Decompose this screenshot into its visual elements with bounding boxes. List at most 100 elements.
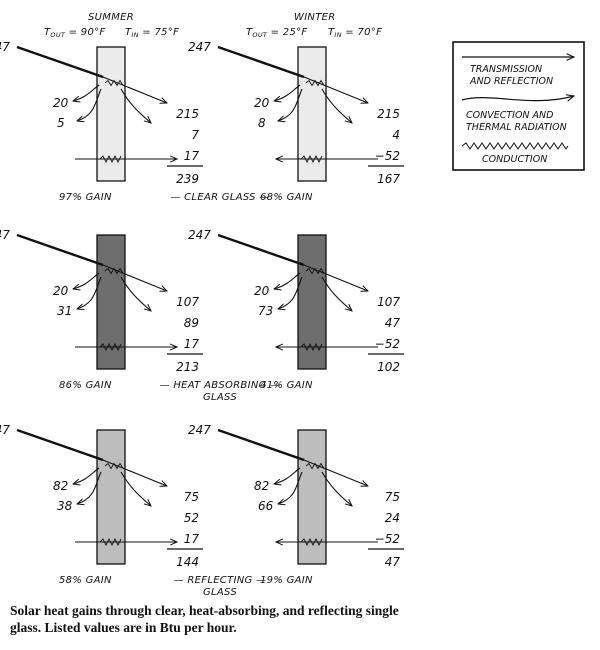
outward-convection-arrow bbox=[77, 88, 102, 121]
inward-convection-arrow bbox=[321, 276, 352, 311]
reflected-ray bbox=[73, 272, 100, 289]
total-value: 102 bbox=[377, 360, 400, 374]
conduction-wave bbox=[300, 154, 323, 164]
absorbed-out-value: 8 bbox=[258, 116, 266, 130]
absorbed-heat-wave bbox=[104, 267, 124, 275]
inward-convection-arrow bbox=[120, 276, 151, 311]
incident-value: 247 bbox=[188, 40, 211, 54]
inward-convection-arrow bbox=[120, 88, 151, 123]
conduction-wave bbox=[99, 342, 122, 352]
gain-label: 86% GAIN bbox=[59, 380, 112, 391]
total-value: 239 bbox=[176, 172, 199, 186]
figure-caption: Solar heat gains through clear, heat-abs… bbox=[10, 603, 399, 635]
total-value: 213 bbox=[176, 360, 199, 374]
conduction-wave bbox=[99, 154, 122, 164]
absorbed-heat-wave bbox=[104, 462, 124, 470]
glass-type-line: GLASS bbox=[203, 587, 237, 598]
panels: 24720521571723997% GAIN2472082154−521676… bbox=[0, 40, 404, 598]
reflected-value: 82 bbox=[254, 479, 269, 493]
winter-header: WINTER TOUT = 25°F TIN = 70°F bbox=[246, 12, 382, 39]
total-value: 47 bbox=[385, 555, 401, 569]
gain-label: 58% GAIN bbox=[59, 575, 112, 586]
transmitted-value: 75 bbox=[184, 490, 199, 504]
absorbed-heat-wave bbox=[305, 79, 325, 87]
absorbed-heat-wave bbox=[305, 462, 325, 470]
glass-type-label-clear: — CLEAR GLASS — bbox=[170, 192, 269, 203]
incident-value: 247 bbox=[188, 228, 211, 242]
reflected-value: 20 bbox=[53, 96, 69, 110]
outward-convection-arrow bbox=[278, 88, 303, 121]
transmitted-value: 215 bbox=[176, 107, 199, 121]
incident-ray bbox=[16, 233, 104, 267]
incident-ray bbox=[217, 233, 305, 267]
absorbed-in-value: 24 bbox=[385, 511, 400, 525]
summer-tout: TOUT = 90°F bbox=[44, 27, 106, 39]
incident-ray bbox=[217, 45, 305, 79]
total-value: 144 bbox=[176, 555, 199, 569]
legend-transmission-line2: AND REFLECTION bbox=[469, 76, 553, 87]
incident-ray bbox=[217, 428, 305, 462]
legend-conduction: CONDUCTION bbox=[482, 154, 547, 165]
total-value: 167 bbox=[377, 172, 400, 186]
incident-value: 247 bbox=[0, 423, 10, 437]
incident-value: 247 bbox=[0, 228, 10, 242]
incident-value: 247 bbox=[188, 423, 211, 437]
conduction-value: −52 bbox=[375, 149, 400, 163]
conduction-wave bbox=[300, 342, 323, 352]
incident-ray bbox=[16, 428, 104, 462]
absorbed-in-value: 7 bbox=[191, 128, 199, 142]
gain-label: 68% GAIN bbox=[260, 192, 313, 203]
outward-convection-arrow bbox=[77, 471, 102, 504]
glass-type-line: GLASS bbox=[203, 392, 237, 403]
inward-convection-arrow bbox=[321, 471, 352, 506]
absorbed-heat-wave bbox=[104, 79, 124, 87]
panel-clear-summer: 24720521571723997% GAIN bbox=[0, 40, 203, 203]
absorbed-out-value: 73 bbox=[258, 304, 273, 318]
glass-type-label-heat-absorbing: — HEAT ABSORBING —GLASS bbox=[160, 380, 281, 403]
conduction-value: −52 bbox=[375, 337, 400, 351]
conduction-value: 17 bbox=[184, 149, 200, 163]
absorbed-out-value: 5 bbox=[57, 116, 65, 130]
convection-arrow bbox=[461, 96, 574, 101]
winter-title: WINTER bbox=[294, 12, 336, 23]
glass-type-line: — REFLECTING — bbox=[174, 575, 267, 586]
summer-header: SUMMER TOUT = 90°F TIN = 75°F bbox=[44, 12, 179, 39]
outward-convection-arrow bbox=[278, 471, 303, 504]
absorbed-in-value: 52 bbox=[184, 511, 199, 525]
absorbed-in-value: 4 bbox=[392, 128, 400, 142]
gain-label: 19% GAIN bbox=[260, 575, 313, 586]
reflected-value: 20 bbox=[254, 284, 270, 298]
reflected-ray bbox=[73, 467, 100, 484]
outward-convection-arrow bbox=[278, 276, 303, 309]
summer-tin: TIN = 75°F bbox=[125, 27, 179, 39]
legend-transmission-line1: TRANSMISSION bbox=[470, 64, 542, 75]
conduction-value: −52 bbox=[375, 532, 400, 546]
summer-title: SUMMER bbox=[88, 12, 134, 23]
transmitted-value: 215 bbox=[377, 107, 400, 121]
conduction-wave bbox=[300, 537, 323, 547]
incident-value: 247 bbox=[0, 40, 10, 54]
absorbed-in-value: 89 bbox=[184, 316, 199, 330]
outward-convection-arrow bbox=[77, 276, 102, 309]
incident-ray bbox=[16, 45, 104, 79]
reflected-ray bbox=[73, 84, 100, 101]
transmitted-value: 107 bbox=[377, 295, 400, 309]
conduction-value: 17 bbox=[184, 337, 200, 351]
reflected-value: 82 bbox=[53, 479, 68, 493]
legend-convection-line1: CONVECTION AND bbox=[466, 110, 553, 121]
legend-convection-line2: THERMAL RADIATION bbox=[466, 122, 567, 133]
absorbed-out-value: 38 bbox=[57, 499, 73, 513]
panel-heat-absorbing-summer: 2472031107891721386% GAIN bbox=[0, 228, 203, 391]
conduction-value: 17 bbox=[184, 532, 200, 546]
absorbed-out-value: 66 bbox=[258, 499, 274, 513]
winter-tout: TOUT = 25°F bbox=[246, 27, 308, 39]
glass-type-line: — CLEAR GLASS — bbox=[170, 192, 269, 203]
panel-reflecting-summer: 247 82 38 75 52 17 144 58% GAIN bbox=[0, 423, 203, 586]
glass-type-label-reflecting: — REFLECTING —GLASS bbox=[174, 575, 267, 598]
transmitted-value: 107 bbox=[176, 295, 199, 309]
absorbed-out-value: 31 bbox=[57, 304, 72, 318]
